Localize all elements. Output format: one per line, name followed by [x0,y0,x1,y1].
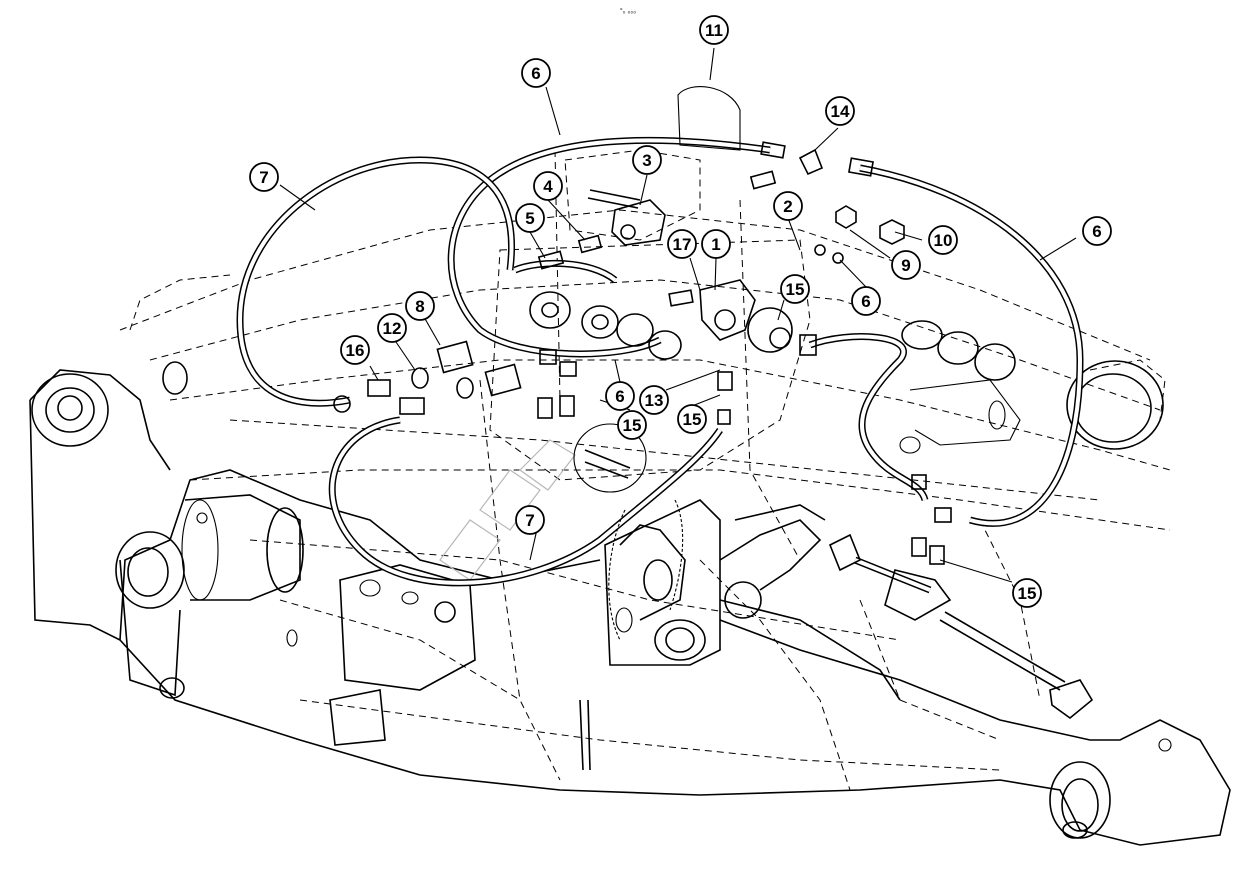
callout-16: 16 [340,335,370,365]
svg-text:7: 7 [259,168,268,187]
svg-text:9: 9 [901,256,910,275]
callout-2: 2 [773,191,803,221]
svg-text:11: 11 [705,21,723,40]
callout-10: 10 [928,225,958,255]
svg-text:7: 7 [525,511,534,530]
svg-text:14: 14 [831,102,850,121]
svg-text:15: 15 [623,416,642,435]
svg-text:17: 17 [673,235,692,254]
fittings [333,141,1094,720]
callout-8: 8 [405,291,435,321]
callout-1: 1 [701,229,731,259]
svg-text:3: 3 [642,151,651,170]
callout-11: 11 [699,15,729,45]
callout-7-lower: 7 [515,505,545,535]
callout-6-center: 6 [605,381,635,411]
callout-12: 12 [377,313,407,343]
svg-text:15: 15 [786,280,805,299]
svg-text:5: 5 [525,209,534,228]
hose-assemblies [236,136,1084,691]
callout-9: 9 [891,250,921,280]
callout-3: 3 [632,145,662,175]
callout-17: 17 [667,229,697,259]
callout-7-left: 7 [249,162,279,192]
callout-15-manifold: 15 [780,274,810,304]
svg-text:6: 6 [531,64,540,83]
callout-6-right: 6 [1082,216,1112,246]
header-tag: °₀ ₀₀₀ [620,7,636,15]
svg-text:15: 15 [1018,584,1037,603]
callout-4: 4 [533,171,563,201]
svg-text:13: 13 [645,391,664,410]
guard-plate [677,86,741,151]
callout-15-lower: 15 [617,410,647,440]
callout-15-center: 15 [677,404,707,434]
callout-6-mid-right: 6 [851,286,881,316]
svg-text:6: 6 [861,292,870,311]
callout-14: 14 [825,96,855,126]
callout-13: 13 [639,385,669,415]
svg-text:2: 2 [783,197,792,216]
svg-text:10: 10 [934,231,953,250]
svg-text:8: 8 [415,297,424,316]
svg-text:15: 15 [683,410,702,429]
watermark [439,439,576,581]
leader-lines [279,47,1077,583]
callout-5: 5 [515,203,545,233]
svg-text:6: 6 [615,387,624,406]
callout-15-right: 15 [1012,578,1042,608]
svg-text:16: 16 [346,341,365,360]
callout-6-top: 6 [521,58,551,88]
svg-text:12: 12 [383,319,402,338]
svg-text:4: 4 [543,177,553,196]
svg-text:6: 6 [1092,222,1101,241]
svg-text:1: 1 [711,235,720,254]
